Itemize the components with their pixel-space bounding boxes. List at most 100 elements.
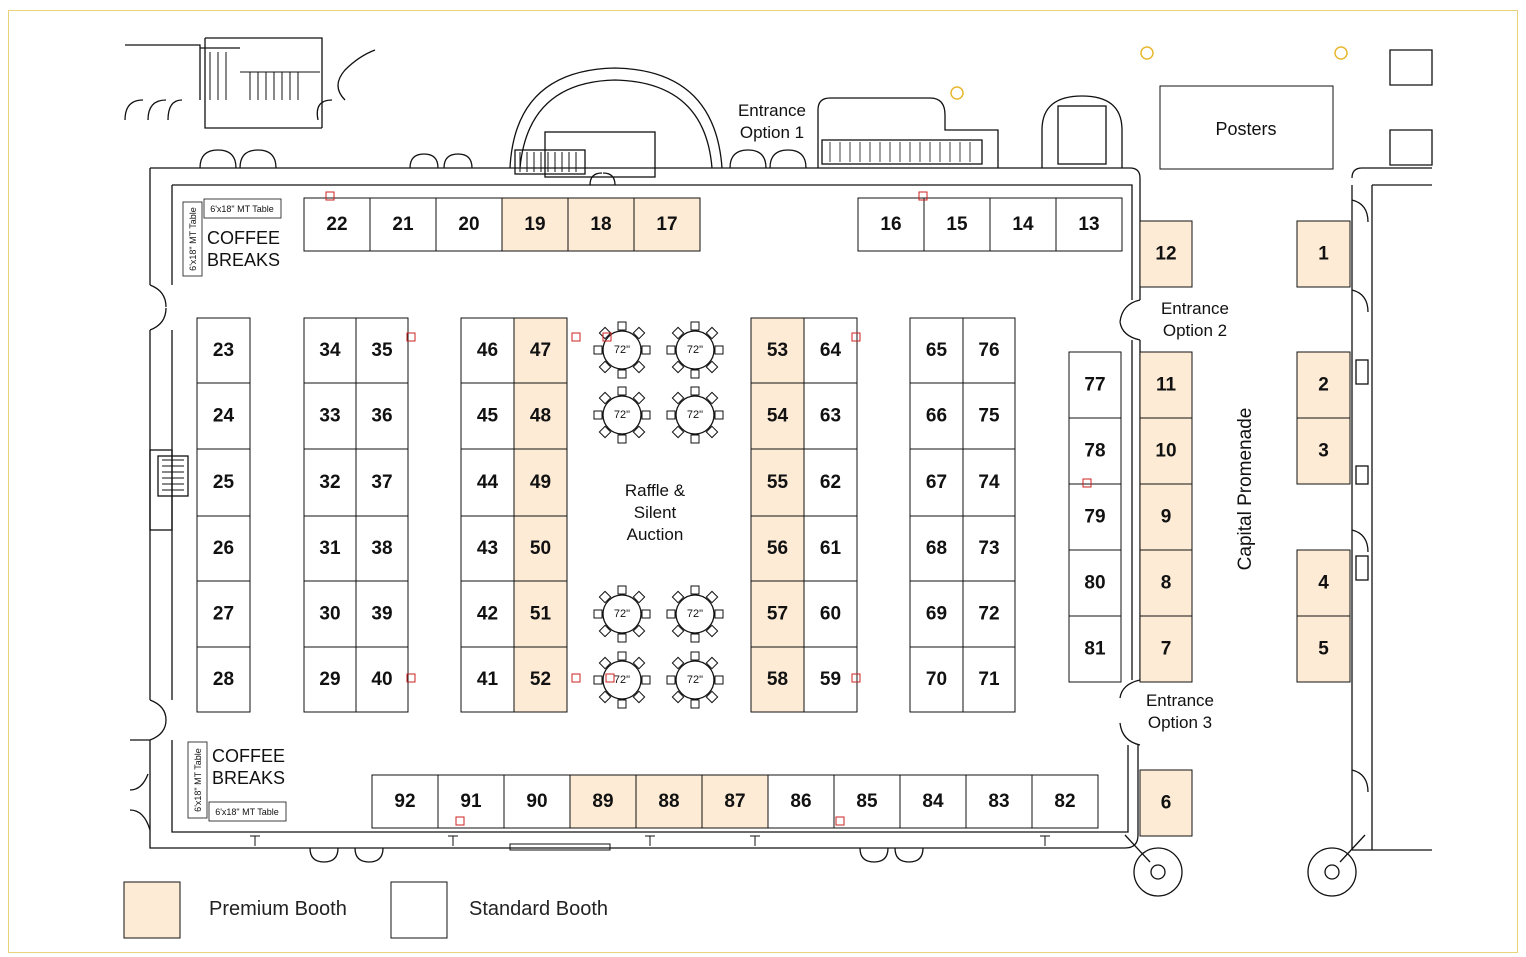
booth-standard-box[interactable] [355, 382, 409, 450]
booth-2[interactable]: 2 [1296, 351, 1351, 419]
booth-62[interactable]: 62 [803, 448, 858, 517]
booth-standard-box[interactable] [503, 774, 571, 829]
booth-27[interactable]: 27 [196, 580, 251, 648]
booth-premium-box[interactable] [1296, 351, 1351, 419]
booth-1[interactable]: 1 [1296, 220, 1351, 288]
booth-37[interactable]: 37 [355, 448, 409, 517]
booth-standard-box[interactable] [460, 448, 515, 517]
booth-premium-box[interactable] [513, 580, 568, 648]
booth-69[interactable]: 69 [909, 580, 964, 648]
booth-7[interactable]: 7 [1139, 615, 1193, 683]
booth-33[interactable]: 33 [303, 382, 357, 450]
booth-standard-box[interactable] [460, 646, 515, 713]
booth-standard-box[interactable] [196, 382, 251, 450]
booth-23[interactable]: 23 [196, 317, 251, 384]
booth-84[interactable]: 84 [899, 774, 967, 829]
booth-standard-box[interactable] [1031, 774, 1099, 829]
booth-41[interactable]: 41 [460, 646, 515, 713]
booth-standard-box[interactable] [857, 197, 925, 252]
booth-31[interactable]: 31 [303, 515, 357, 582]
booth-standard-box[interactable] [962, 646, 1016, 713]
booth-25[interactable]: 25 [196, 448, 251, 517]
booth-15[interactable]: 15 [923, 197, 991, 252]
booth-24[interactable]: 24 [196, 382, 251, 450]
booth-10[interactable]: 10 [1139, 417, 1193, 485]
booth-74[interactable]: 74 [962, 448, 1016, 517]
booth-46[interactable]: 46 [460, 317, 515, 384]
booth-9[interactable]: 9 [1139, 483, 1193, 551]
booth-51[interactable]: 51 [513, 580, 568, 648]
booth-55[interactable]: 55 [750, 448, 805, 517]
booth-premium-box[interactable] [1296, 220, 1351, 288]
booth-premium-box[interactable] [513, 382, 568, 450]
booth-standard-box[interactable] [1068, 483, 1122, 551]
booth-56[interactable]: 56 [750, 515, 805, 582]
booth-premium-box[interactable] [1139, 769, 1193, 837]
booth-44[interactable]: 44 [460, 448, 515, 517]
booth-premium-box[interactable] [750, 515, 805, 582]
booth-53[interactable]: 53 [750, 317, 805, 384]
booth-premium-box[interactable] [1296, 417, 1351, 485]
booth-12[interactable]: 12 [1139, 220, 1193, 288]
booth-21[interactable]: 21 [369, 197, 437, 252]
booth-standard-box[interactable] [803, 515, 858, 582]
booth-6[interactable]: 6 [1139, 769, 1193, 837]
booth-8[interactable]: 8 [1139, 549, 1193, 617]
booth-35[interactable]: 35 [355, 317, 409, 384]
booth-45[interactable]: 45 [460, 382, 515, 450]
booth-standard-box[interactable] [355, 580, 409, 648]
booth-standard-box[interactable] [303, 646, 357, 713]
booth-premium-box[interactable] [1139, 417, 1193, 485]
booth-86[interactable]: 86 [767, 774, 835, 829]
booth-81[interactable]: 81 [1068, 615, 1122, 683]
booth-65[interactable]: 65 [909, 317, 964, 384]
booth-58[interactable]: 58 [750, 646, 805, 713]
booth-standard-box[interactable] [355, 448, 409, 517]
booth-standard-box[interactable] [369, 197, 437, 252]
booth-premium-box[interactable] [1139, 615, 1193, 683]
booth-91[interactable]: 91 [437, 774, 505, 829]
booth-standard-box[interactable] [1068, 615, 1122, 683]
booth-79[interactable]: 79 [1068, 483, 1122, 551]
booth-28[interactable]: 28 [196, 646, 251, 713]
booth-standard-box[interactable] [196, 515, 251, 582]
booth-87[interactable]: 87 [701, 774, 769, 829]
booth-standard-box[interactable] [437, 774, 505, 829]
booth-standard-box[interactable] [909, 646, 964, 713]
booth-standard-box[interactable] [355, 317, 409, 384]
booth-43[interactable]: 43 [460, 515, 515, 582]
booth-70[interactable]: 70 [909, 646, 964, 713]
booth-standard-box[interactable] [460, 580, 515, 648]
booth-85[interactable]: 85 [833, 774, 901, 829]
booth-40[interactable]: 40 [355, 646, 409, 713]
booth-18[interactable]: 18 [567, 197, 635, 252]
booth-72[interactable]: 72 [962, 580, 1016, 648]
booth-standard-box[interactable] [1068, 417, 1122, 485]
booth-90[interactable]: 90 [503, 774, 571, 829]
booth-92[interactable]: 92 [371, 774, 439, 829]
booth-standard-box[interactable] [196, 646, 251, 713]
booth-premium-box[interactable] [501, 197, 569, 252]
booth-standard-box[interactable] [962, 515, 1016, 582]
booth-11[interactable]: 11 [1139, 351, 1193, 419]
booth-42[interactable]: 42 [460, 580, 515, 648]
booth-34[interactable]: 34 [303, 317, 357, 384]
booth-standard-box[interactable] [355, 515, 409, 582]
booth-48[interactable]: 48 [513, 382, 568, 450]
booth-36[interactable]: 36 [355, 382, 409, 450]
booth-standard-box[interactable] [962, 448, 1016, 517]
booth-73[interactable]: 73 [962, 515, 1016, 582]
booth-standard-box[interactable] [803, 580, 858, 648]
booth-standard-box[interactable] [196, 580, 251, 648]
booth-standard-box[interactable] [965, 774, 1033, 829]
booth-75[interactable]: 75 [962, 382, 1016, 450]
booth-59[interactable]: 59 [803, 646, 858, 713]
booth-39[interactable]: 39 [355, 580, 409, 648]
booth-5[interactable]: 5 [1296, 615, 1351, 683]
booth-71[interactable]: 71 [962, 646, 1016, 713]
booth-4[interactable]: 4 [1296, 549, 1351, 617]
booth-standard-box[interactable] [303, 448, 357, 517]
booth-77[interactable]: 77 [1068, 351, 1122, 419]
booth-57[interactable]: 57 [750, 580, 805, 648]
booth-82[interactable]: 82 [1031, 774, 1099, 829]
